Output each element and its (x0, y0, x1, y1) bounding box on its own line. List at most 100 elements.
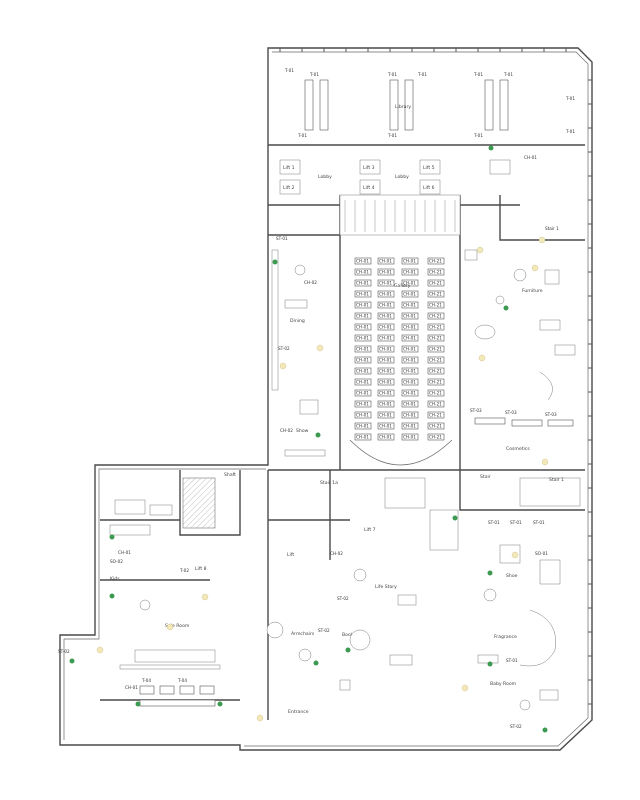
room-lift7: Lift 7 (364, 527, 376, 533)
gallery-chair-tag: CH-01 (379, 424, 392, 429)
gallery-chair (427, 411, 445, 419)
gallery-chair (354, 345, 372, 353)
gallery-chair-tag: CH-01 (356, 281, 369, 286)
gallery-chair (427, 301, 445, 309)
gallery-chair (427, 279, 445, 287)
gallery-chair (377, 301, 395, 309)
tag-ch02-show: CH-02 (280, 428, 293, 433)
room-books: Books (342, 632, 356, 638)
room-lobby-right: Lobby (395, 174, 409, 180)
library-desks (304, 79, 509, 131)
lift-3-label: Lift 3 (363, 165, 375, 171)
gallery-chair-tag: CH-01 (356, 314, 369, 319)
stair-core-right (519, 477, 581, 507)
tag-t01-h: T-01 (387, 133, 397, 138)
room-kids: Kids (110, 576, 120, 582)
room-lift-mid: Lift (287, 552, 294, 558)
gallery-chair-tag: CH-01 (379, 292, 392, 297)
interior-walls (100, 144, 585, 720)
tag-so02-kids: SO-02 (110, 559, 123, 564)
gallery-chair-tag: CH-01 (356, 336, 369, 341)
gallery-chair-tag: CH-01 (403, 380, 416, 385)
room-stair-tag: Stair (480, 474, 491, 480)
gallery-chair (377, 334, 395, 342)
gallery-chair (377, 400, 395, 408)
gallery-chair (401, 367, 419, 375)
furniture-showroom-items (464, 249, 576, 401)
gallery-chair-tag: CH-21 (429, 281, 442, 286)
gallery-chair (377, 411, 395, 419)
tag-t01-f: T-01 (503, 72, 513, 77)
tag-t04-b: T-04 (177, 678, 187, 683)
gallery-chair (401, 301, 419, 309)
gallery-chair (427, 345, 445, 353)
gallery-chair (354, 433, 372, 441)
tag-st02-left: ST-02 (58, 649, 70, 654)
gallery-chair-tag: CH-01 (379, 325, 392, 330)
room-cosmetics: Cosmetics (506, 446, 530, 452)
gallery-chair (427, 323, 445, 331)
tag-t01-i: T-01 (473, 133, 483, 138)
gallery-chair-tag: CH-01 (403, 281, 416, 286)
gallery-chair-tag: CH-21 (429, 369, 442, 374)
room-life-story: Life Story (375, 584, 397, 590)
room-stair-right: Stair 1 (549, 477, 564, 483)
tag-t04-a: T-04 (141, 678, 151, 683)
gallery-chair (377, 389, 395, 397)
tag-t01-j: T-01 (565, 96, 575, 101)
gallery-chair-tag: CH-01 (379, 270, 392, 275)
gallery-chair-tag: CH-01 (356, 369, 369, 374)
gallery-chair (401, 334, 419, 342)
gallery-chair (427, 268, 445, 276)
gallery-chair (354, 422, 372, 430)
gallery-chair (377, 345, 395, 353)
gallery-chair (354, 301, 372, 309)
gallery-chair-tag: CH-01 (356, 424, 369, 429)
gallery-chair-tag: CH-01 (403, 413, 416, 418)
tag-st02-lower: ST-02 (510, 724, 522, 729)
right-lower-furniture (477, 544, 561, 711)
gallery-chair-tag: CH-01 (403, 325, 416, 330)
tag-ch01-lower: CH-01 (125, 685, 138, 690)
gallery-chair (401, 356, 419, 364)
gallery-chair-tag: CH-01 (379, 281, 392, 286)
tag-t01-g: T-01 (297, 133, 307, 138)
gallery-chair-tag: CH-01 (379, 347, 392, 352)
room-show: Show (296, 428, 309, 434)
room-fragrance: Fragrance (494, 634, 517, 640)
gallery-chair-tag: CH-01 (403, 391, 416, 396)
tag-st02-center: ST-02 (337, 596, 349, 601)
gallery-chair-tag: CH-01 (379, 336, 392, 341)
tag-st02-b: ST-02 (318, 628, 330, 633)
gallery-chair (401, 389, 419, 397)
tag-t02: T-02 (179, 568, 189, 573)
room-stair: Stair 1a (320, 480, 338, 486)
gallery-chair (401, 290, 419, 298)
gallery-chair (401, 279, 419, 287)
room-shoe: Shoe (506, 573, 518, 579)
gallery-chair-tag: CH-21 (429, 292, 442, 297)
gallery-chair-tag: CH-01 (403, 369, 416, 374)
room-armchairs: Armchairs (291, 631, 315, 637)
tag-t01-k: T-01 (565, 129, 575, 134)
gallery-chair-tag: CH-01 (379, 413, 392, 418)
gallery-chair (427, 356, 445, 364)
gallery-chair (354, 389, 372, 397)
gallery-chair (427, 422, 445, 430)
gallery-chair-tag: CH-21 (429, 380, 442, 385)
gallery-chair-tag: CH-01 (403, 424, 416, 429)
gallery-chair-tag: CH-01 (356, 358, 369, 363)
plant-markers (69, 145, 548, 733)
gallery-chair-tag: CH-21 (429, 435, 442, 440)
gallery-chair-tag: CH-01 (379, 358, 392, 363)
gallery-chair (427, 433, 445, 441)
lift-6-label: Lift 6 (423, 185, 435, 191)
gallery-chair (377, 356, 395, 364)
tag-st03-b: ST-03 (505, 410, 517, 415)
room-entrance: Entrance (288, 709, 309, 715)
gallery-chair-tag: CH-21 (429, 424, 442, 429)
gallery-chair (354, 334, 372, 342)
tag-ch01-cluster: CH-01 (524, 155, 537, 160)
